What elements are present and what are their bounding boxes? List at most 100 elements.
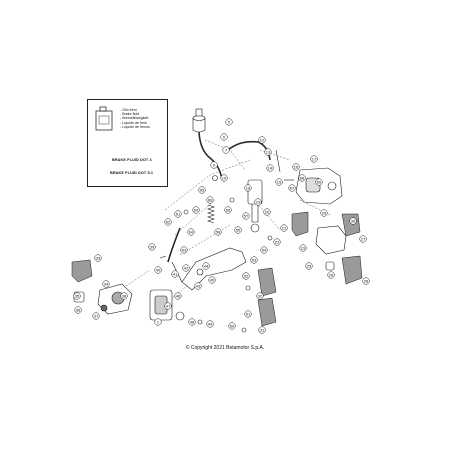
callout-number: 47 <box>166 303 171 308</box>
callout-number: 58 <box>216 229 221 234</box>
callout-number: 42 <box>184 265 189 270</box>
callout-number: 40 <box>156 267 161 272</box>
callout-circle <box>275 178 283 186</box>
callout-circle <box>315 178 323 186</box>
callout-number: 21 <box>282 225 287 230</box>
master-cylinder <box>247 179 263 233</box>
callout-number: 36 <box>76 307 81 312</box>
callout-number: 54 <box>262 247 267 252</box>
callout-number: 25 <box>307 263 312 268</box>
callout-circle <box>256 292 264 300</box>
callout-circle <box>102 280 110 288</box>
callout-number: 46 <box>176 293 181 298</box>
callout-circle <box>224 206 232 214</box>
callout-circle <box>260 246 268 254</box>
callout-circle <box>250 256 258 264</box>
callout-circle <box>263 208 271 216</box>
callout-circle <box>198 186 206 194</box>
callout-number: 29 <box>322 210 327 215</box>
callout-circle <box>220 174 228 182</box>
callout-circle <box>299 244 307 252</box>
callout-number: 38 <box>122 293 127 298</box>
callout-number: 12 <box>260 137 265 142</box>
callout-number: 43 <box>196 283 201 288</box>
callout-number: 50 <box>230 323 235 328</box>
callout-number: 61 <box>176 211 181 216</box>
callout-number: 26 <box>329 272 334 277</box>
callout-circle <box>92 312 100 320</box>
callout-number: 39 <box>150 244 155 249</box>
small-hardware <box>159 149 294 333</box>
callout-circle <box>320 209 328 217</box>
callout-circle <box>298 174 306 182</box>
part-callouts: 1567910121314151617181920212223252627282… <box>73 118 370 334</box>
callout-number: 57 <box>244 213 249 218</box>
callout-circle <box>74 306 82 314</box>
callout-circle <box>154 266 162 274</box>
fluid-name-line: - Brake fluid <box>120 112 140 117</box>
callout-circle <box>225 118 233 126</box>
front-caliper <box>149 289 185 321</box>
callout-number: 6 <box>223 134 226 139</box>
callout-number: 53 <box>252 257 257 262</box>
callout-number: 35 <box>75 293 80 298</box>
callout-number: 19 <box>256 199 261 204</box>
callout-circle <box>214 228 222 236</box>
callout-number: 20 <box>265 209 270 214</box>
fluid-can-icon <box>95 106 113 131</box>
callout-circle <box>188 318 196 326</box>
callout-circle <box>222 146 230 154</box>
callout-number: 13 <box>266 149 271 154</box>
callout-circle <box>174 210 182 218</box>
callout-circle <box>164 302 172 310</box>
callout-circle <box>244 184 252 192</box>
callout-circle <box>182 264 190 272</box>
fluid-name-line: - Olio freni <box>120 108 137 112</box>
callout-number: 7 <box>225 147 228 152</box>
callout-circle <box>192 206 200 214</box>
callout-number: 18 <box>246 185 251 190</box>
callout-circle <box>73 292 81 300</box>
callout-number: 67 <box>290 185 295 190</box>
callout-circle <box>234 226 242 234</box>
callout-number: 33 <box>96 255 101 260</box>
callout-number: 63 <box>182 247 187 252</box>
callout-circle <box>258 326 266 334</box>
callout-number: 45 <box>210 277 215 282</box>
callout-number: 66 <box>208 197 213 202</box>
copyright-notice: © Copyright 2021 Betamotor S.p.A. <box>185 345 265 351</box>
callout-number: 5 <box>228 119 231 124</box>
callout-number: 44 <box>204 263 209 268</box>
callout-number: 69 <box>317 179 322 184</box>
callout-circle <box>194 282 202 290</box>
fluid-reservoir <box>192 108 206 133</box>
callout-circle <box>258 136 266 144</box>
callout-circle <box>202 262 210 270</box>
callout-circle <box>206 320 214 328</box>
callout-number: 15 <box>277 179 282 184</box>
callout-number: 64 <box>189 229 194 234</box>
callout-number: 14 <box>268 165 273 170</box>
callout-circle <box>208 276 216 284</box>
callout-number: 55 <box>236 227 241 232</box>
callout-circle <box>244 310 252 318</box>
callout-circle <box>171 270 179 278</box>
callout-number: 51 <box>246 311 251 316</box>
callout-number: 60 <box>194 207 199 212</box>
callout-circle <box>242 212 250 220</box>
callout-circle <box>242 272 250 280</box>
callout-circle <box>154 318 162 326</box>
callout-number: 1 <box>157 319 160 324</box>
callout-circle <box>292 163 300 171</box>
callout-circle <box>174 292 182 300</box>
callout-circle <box>94 254 102 262</box>
callout-circle <box>220 133 228 141</box>
callout-number: 16 <box>294 164 299 169</box>
callout-circle <box>264 148 272 156</box>
brake-fluid-legend: - Olio freni- Brake fluid- Bremsflüssigk… <box>87 99 168 187</box>
callout-number: 56 <box>226 207 231 212</box>
callout-number: 48 <box>190 319 195 324</box>
callout-circle <box>187 228 195 236</box>
callout-number: 37 <box>94 313 99 318</box>
callout-number: 65 <box>200 187 205 192</box>
